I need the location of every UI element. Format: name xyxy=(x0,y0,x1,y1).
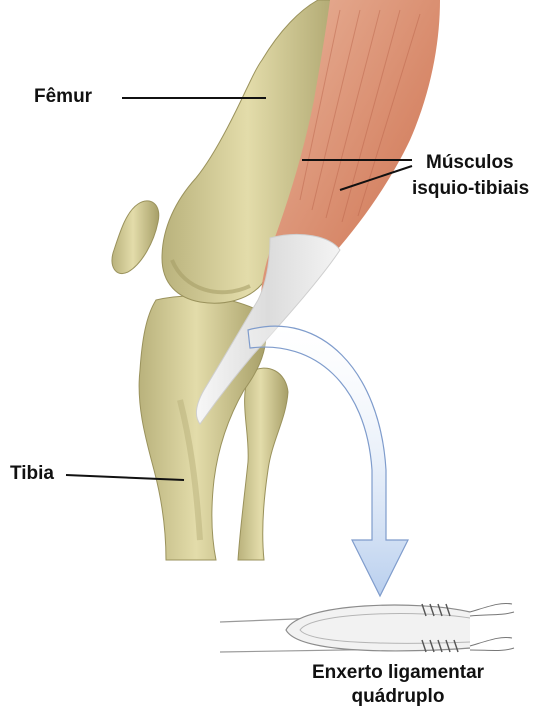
femur-label: Fêmur xyxy=(34,86,92,108)
hamstrings-label-line1: Músculos xyxy=(426,152,514,174)
graft-label-line2: quádruplo xyxy=(278,686,518,708)
patella-bone xyxy=(112,201,159,274)
tibia-label: Tibia xyxy=(10,463,54,485)
graft-label-line1: Enxerto ligamentar xyxy=(278,662,518,684)
hamstrings-label-line2: isquio-tibiais xyxy=(412,178,529,200)
fibula-bone xyxy=(238,368,288,560)
harvest-arrow xyxy=(248,326,408,596)
ligament-graft xyxy=(220,603,514,652)
